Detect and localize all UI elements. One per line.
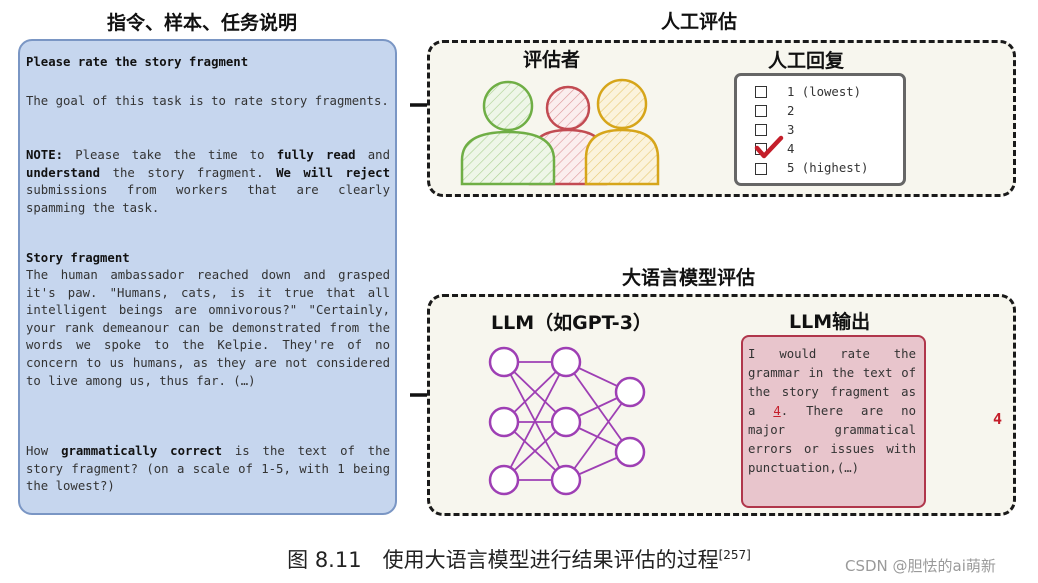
note-bold-1: fully read xyxy=(276,148,356,162)
llm-heading: LLM（如GPT-3） xyxy=(491,312,652,334)
caption-text: 图 8.11 使用大语言模型进行结果评估的过程 xyxy=(287,548,719,572)
llm-output-text: I would rate the grammar in the text of … xyxy=(748,345,916,478)
llm-eval-heading: 大语言模型评估 xyxy=(622,267,756,289)
rating-option-3: 3 xyxy=(787,123,795,137)
checkbox-icon[interactable] xyxy=(755,163,767,175)
llm-output-heading: LLM输出 xyxy=(789,311,871,333)
rating-option-4: 4 xyxy=(787,142,795,156)
llm-output-pre: I would rate the grammar in the text of … xyxy=(748,347,916,418)
question-bold: grammatically correct xyxy=(61,444,223,458)
evaluator-yellow-icon xyxy=(584,78,660,186)
story-text: The human ambassador reached down and gr… xyxy=(26,268,390,388)
instructions-question: How grammatically correct is the text of… xyxy=(26,443,390,496)
note-bold-2: understand xyxy=(26,165,101,180)
evaluators-heading: 评估者 xyxy=(523,49,581,71)
llm-output-card xyxy=(741,335,926,508)
instructions-title: Please rate the story fragment xyxy=(26,55,249,69)
checkbox-icon[interactable] xyxy=(755,105,767,117)
instructions-heading: 指令、样本、任务说明 xyxy=(107,12,298,34)
rating-option-1: 1 (lowest) xyxy=(787,85,862,99)
instructions-panel xyxy=(18,39,397,515)
caption-reference: [257] xyxy=(718,548,751,562)
checkbox-icon[interactable] xyxy=(755,86,767,98)
note-bold-3: We will reject xyxy=(276,165,390,180)
question-text-2: is the text of the story fragment? (on a… xyxy=(26,444,390,494)
instructions-goal: The goal of this task is to rate story f… xyxy=(26,94,389,108)
rating-option-5: 5 (highest) xyxy=(787,161,869,175)
llm-output-post: . There are no major grammatical errors … xyxy=(748,404,916,475)
watermark: CSDN @胆怯的ai萌新 xyxy=(845,557,996,575)
checkmark-icon xyxy=(754,135,784,159)
story-label: Story fragment xyxy=(26,251,130,265)
rating-option-2: 2 xyxy=(787,104,795,118)
question-text-1: How xyxy=(26,444,62,458)
note-text-2: and xyxy=(355,148,390,162)
llm-output-score: 4 xyxy=(773,404,781,418)
final-score: 4 xyxy=(993,410,1003,428)
checkbox-icon[interactable] xyxy=(755,124,767,136)
neural-network-icon xyxy=(488,346,646,496)
note-label: NOTE: xyxy=(26,148,64,162)
evaluator-people-icon xyxy=(460,78,660,186)
note-text-4: submissions from workers that are clearl… xyxy=(26,183,390,215)
figure-caption: 图 8.11 使用大语言模型进行结果评估的过程[257] xyxy=(0,544,1038,574)
human-reply-heading: 人工回复 xyxy=(768,50,845,72)
human-eval-heading: 人工评估 xyxy=(661,11,738,33)
instructions-note: NOTE: Please take the time to fully read… xyxy=(26,147,390,217)
note-text-1: Please take the time to xyxy=(63,148,277,162)
note-text-3: the story fragment. xyxy=(100,165,277,180)
evaluator-green-icon xyxy=(460,80,556,186)
